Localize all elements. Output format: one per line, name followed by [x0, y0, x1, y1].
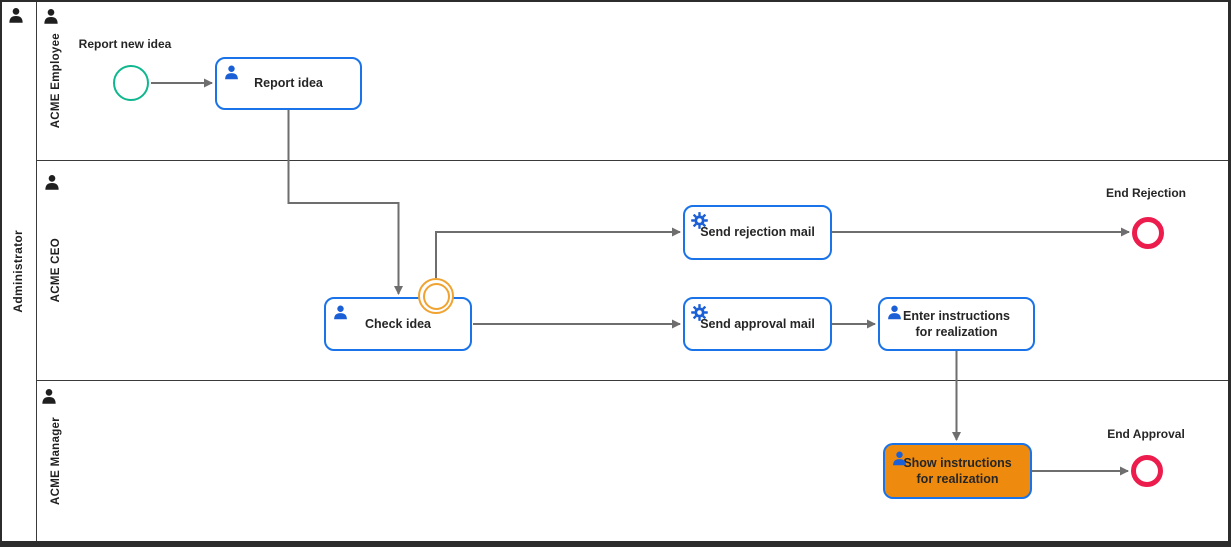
task-label: Show instructions for realization [903, 455, 1012, 486]
pool-label-divider [36, 2, 37, 541]
task-show-instructions-for-realization[interactable]: Show instructions for realization [883, 443, 1032, 499]
task-label: Report idea [254, 76, 323, 91]
task-label: Send rejection mail [700, 225, 815, 240]
pool-border-top [0, 0, 1231, 2]
pool-border-bottom [0, 541, 1231, 547]
user-icon [893, 451, 906, 466]
start-event-report-new-idea[interactable] [113, 65, 149, 101]
end-approval-label: End Approval [1107, 427, 1185, 441]
task-check-idea[interactable]: Check idea [324, 297, 472, 351]
start-event-label: Report new idea [78, 37, 172, 51]
user-icon [888, 305, 901, 320]
boundary-event-inner-ring [422, 282, 450, 310]
boundary-timer-event[interactable] [418, 278, 454, 314]
lane-person-icon [44, 9, 58, 24]
lane-divider [36, 160, 1228, 161]
task-send-approval-mail[interactable]: Send approval mail [683, 297, 832, 351]
end-event-approval[interactable] [1131, 455, 1163, 487]
task-send-rejection-mail[interactable]: Send rejection mail [683, 205, 832, 260]
user-icon [225, 65, 238, 80]
end-rejection-label: End Rejection [1105, 186, 1186, 200]
end-event-rejection[interactable] [1132, 217, 1164, 249]
user-icon [334, 305, 347, 320]
pool-person-icon [9, 8, 23, 23]
flow-boundary-to-rejection [435, 227, 681, 278]
gear-icon [691, 212, 708, 229]
task-label: Send approval mail [700, 316, 815, 331]
task-label: Enter instructions for realization [903, 308, 1010, 339]
lane-person-icon [42, 389, 56, 404]
pool-border-right [1228, 0, 1231, 547]
task-label: Check idea [364, 316, 431, 331]
flow-report-to-check [287, 110, 403, 295]
pool-border-left [0, 0, 2, 547]
gear-icon [691, 304, 708, 321]
lane-divider [36, 380, 1228, 381]
task-report-idea[interactable]: Report idea [215, 57, 362, 110]
lane-person-icon [45, 175, 59, 190]
task-enter-instructions-for-realization[interactable]: Enter instructions for realization [878, 297, 1035, 351]
